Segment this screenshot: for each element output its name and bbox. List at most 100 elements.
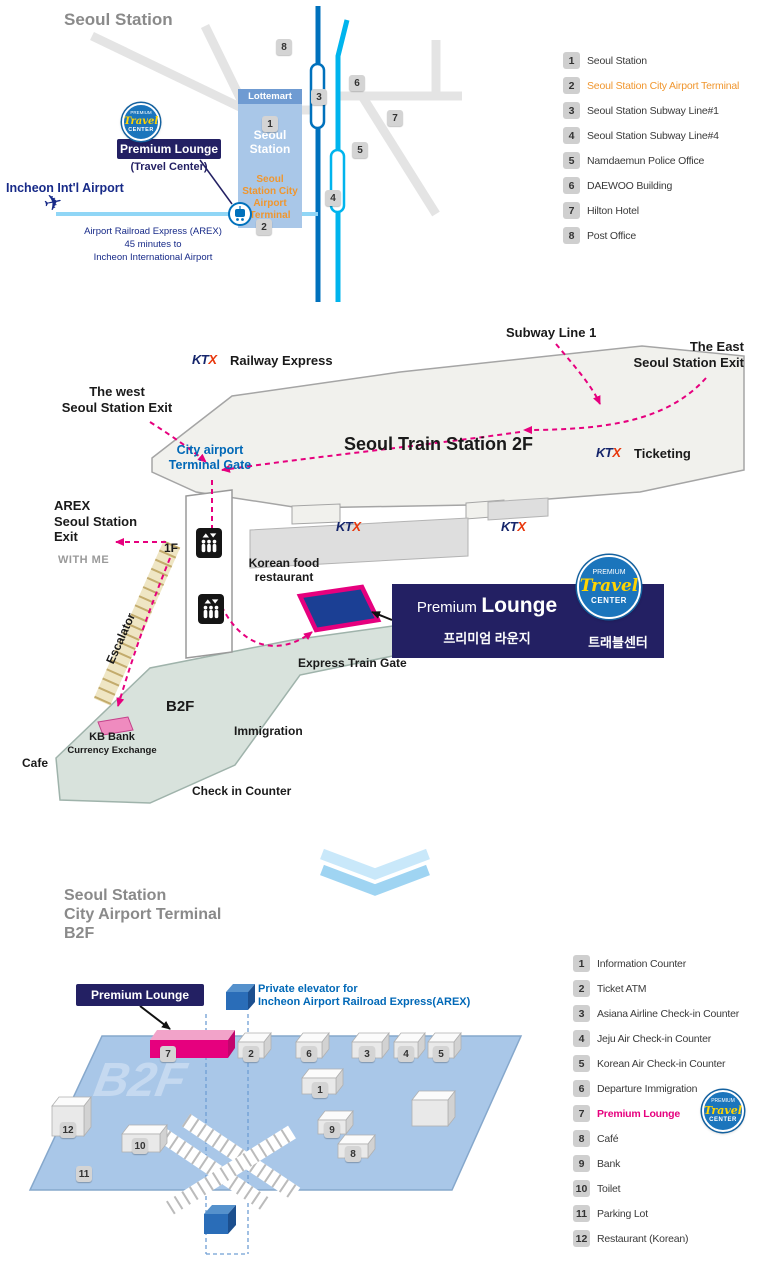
- badge-premium-text: PREMIUM: [592, 569, 626, 576]
- ktx-logo: KTX: [336, 519, 361, 534]
- legend-number-badge: 6: [573, 1080, 590, 1097]
- arex-caption-line3: Incheon International Airport: [93, 252, 213, 263]
- arex-caption: Airport Railroad Express (AREX) 45 minut…: [68, 225, 238, 264]
- legend-number-badge: 4: [563, 127, 580, 144]
- east-exit-label: The East Seoul Station Exit: [618, 339, 744, 371]
- legend-item-label: Departure Immigration: [597, 1082, 698, 1095]
- private-elevator-note: Private elevator for Incheon Airport Rai…: [258, 983, 470, 1009]
- map-marker-3: 3: [311, 89, 327, 105]
- elevator-icon: [198, 594, 224, 624]
- arex-exit-line1: AREX: [54, 498, 91, 513]
- city-airport-gate-label: City airport Terminal Gate: [158, 443, 262, 473]
- legend-number-badge: 5: [563, 152, 580, 169]
- terminal-marker-7: 7: [160, 1046, 176, 1062]
- terminal-marker-12: 12: [60, 1122, 76, 1138]
- legend-number-badge: 5: [573, 1055, 590, 1072]
- ktx-logo-kt: KT: [336, 519, 353, 534]
- banner-premium-word: Premium: [416, 599, 477, 616]
- legend-number-badge: 7: [573, 1105, 590, 1122]
- private-elevator-cubes: [204, 984, 255, 1234]
- terminal-marker-6: 6: [301, 1046, 317, 1062]
- legend-item: 1 Seoul Station: [563, 52, 739, 69]
- subway-line4-track: [335, 19, 350, 302]
- legend-item-label: Hilton Hotel: [587, 204, 639, 217]
- legend-number-badge: 1: [573, 955, 590, 972]
- badge-center-text: CENTER: [128, 126, 154, 133]
- legend-item-label: Parking Lot: [597, 1207, 648, 1220]
- east-exit-line2: Seoul Station Exit: [633, 355, 744, 370]
- legend-item-label: Namdaemun Police Office: [587, 154, 705, 167]
- legend-item: 6 Departure Immigration: [573, 1080, 739, 1097]
- east-exit-line1: The East: [689, 339, 744, 354]
- legend-number-badge: 1: [563, 52, 580, 69]
- legend-item-label: Seoul Station City Airport Terminal: [587, 79, 740, 92]
- city-gate-line1: City airport: [176, 443, 244, 457]
- ktx-logo-kt: KT: [501, 519, 518, 534]
- ktx-logo-x: X: [352, 519, 361, 534]
- banner-travel-center-korean: 트래블센터: [588, 635, 648, 650]
- kb-bank-marker: [97, 716, 134, 736]
- legend-item-label: Toilet: [597, 1182, 621, 1195]
- platform-slab-2: [487, 497, 549, 521]
- ktx-logo-x: X: [517, 519, 526, 534]
- legend-item-label: Premium Lounge: [597, 1107, 680, 1120]
- b2f-mid-label: B2F: [166, 698, 195, 715]
- ktx-logo-x: X: [612, 445, 621, 460]
- legend-number-badge: 6: [563, 177, 580, 194]
- badge-premium-text: PREMIUM: [130, 110, 152, 115]
- walking-route-dashed: [115, 343, 707, 707]
- korean-food-label: Korean food restaurant: [248, 556, 320, 584]
- legend-item: 6 DAEWOO Building: [563, 177, 739, 194]
- legend-item-label: Korean Air Check-in Counter: [597, 1057, 726, 1070]
- premium-lounge-banner-small: Premium Lounge: [76, 984, 204, 1006]
- terminal-marker-3: 3: [359, 1046, 375, 1062]
- map-marker-2: 2: [256, 219, 272, 235]
- legend-item-label: Seoul Station Subway Line#4: [587, 129, 719, 142]
- legend-number-badge: 7: [563, 202, 580, 219]
- legend-item: 3 Seoul Station Subway Line#1: [563, 102, 739, 119]
- terminal-marker-10: 10: [132, 1138, 148, 1154]
- legend-item-label: Information Counter: [597, 957, 686, 970]
- legend-number-badge: 3: [563, 102, 580, 119]
- badge-travel-text: Travel: [579, 576, 639, 596]
- subway-line1-label: Subway Line 1: [506, 325, 597, 340]
- legend-item-label: Seoul Station Subway Line#1: [587, 104, 719, 117]
- elevator-icon: [196, 528, 222, 558]
- legend-item: 5 Namdaemun Police Office: [563, 152, 739, 169]
- legend-item: 7 Hilton Hotel: [563, 202, 739, 219]
- terminal-b2f-geometry: B2F: [28, 984, 523, 1255]
- premium-lounge-callout: Premium Lounge: [117, 139, 221, 159]
- station-2f-geometry: [55, 343, 745, 804]
- express-train-gate-label: Express Train Gate: [298, 656, 407, 670]
- legend-item: 10 Toilet: [573, 1180, 739, 1197]
- legend-number-badge: 8: [573, 1130, 590, 1147]
- terminal-b2f-title: Seoul Station City Airport Terminal B2F: [64, 886, 221, 943]
- map-marker-7: 7: [387, 110, 403, 126]
- city-airport-terminal-label: Seoul Station City Airport Terminal: [242, 174, 298, 221]
- immigration-label: Immigration: [234, 724, 303, 738]
- lounge-banner-pointer: [139, 1005, 171, 1030]
- ktx-logo-x: X: [208, 352, 217, 367]
- escalator-strip: [93, 540, 181, 706]
- legend-item-label: Restaurant (Korean): [597, 1232, 689, 1245]
- terminal-marker-2: 2: [243, 1046, 259, 1062]
- legend-item-label: Seoul Station: [587, 54, 647, 67]
- west-exit-line1: The west: [89, 384, 145, 399]
- elevator-note-line1: Private elevator for: [258, 983, 358, 995]
- legend-item-label: DAEWOO Building: [587, 179, 673, 192]
- ktx-logo-kt: KT: [192, 352, 209, 367]
- arex-exit-line2: Seoul Station: [54, 513, 138, 529]
- arex-exit-line3: Exit: [54, 529, 78, 544]
- b2f-watermark: B2F: [90, 1053, 192, 1107]
- terminal-title-line2: City Airport Terminal: [64, 906, 222, 923]
- legend-number-badge: 10: [573, 1180, 590, 1197]
- check-in-counter-label: Check in Counter: [192, 784, 292, 798]
